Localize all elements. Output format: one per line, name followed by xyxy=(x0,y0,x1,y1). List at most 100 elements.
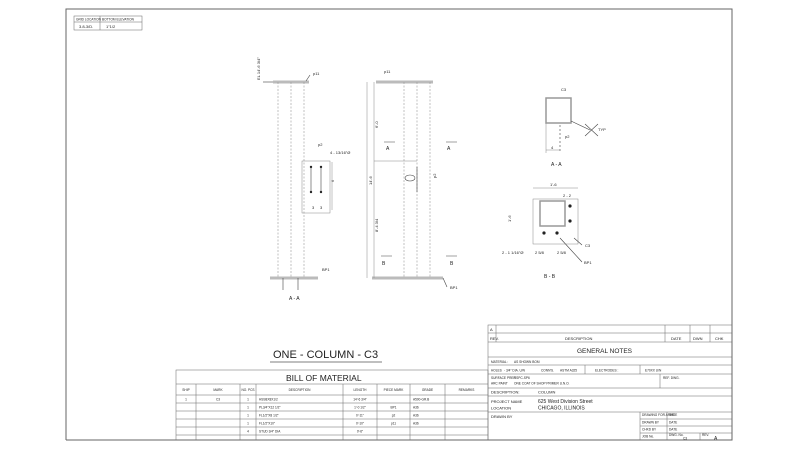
bom-cell: 1 xyxy=(247,398,249,402)
material-label: MATERIAL: xyxy=(491,360,508,364)
dim-3a: 3 xyxy=(312,205,315,210)
section-bb-label: B - B xyxy=(544,274,556,280)
bom-cell: BP1 xyxy=(390,406,396,410)
description-header: DESCRIPTION xyxy=(565,336,592,341)
bom-cell: 0'-11" xyxy=(356,414,364,418)
elevation-label: EL 14'-6 3/4" xyxy=(256,57,261,80)
dim-1-6-top: 1'-6 xyxy=(550,182,557,187)
conn-label: CONN'S. xyxy=(541,369,554,373)
section-bb: 1'-6 1'-6 2 - 2 2 - 1 1/16"Ø 2 5/8 2 5/8… xyxy=(502,182,592,280)
grid-location-box: GRID LOCATION 3.8-3/D. BOTTOM ELEVATION … xyxy=(73,15,143,31)
date-3: DATE xyxy=(669,428,677,432)
date-header: DATE xyxy=(671,336,682,341)
electrodes-label: ELECTRODES : xyxy=(595,369,618,373)
paint-label: ARC PAINT xyxy=(491,382,508,386)
bom-cell: 4 xyxy=(247,430,249,434)
section-b-marker-left: B xyxy=(382,261,386,267)
bom-cell: 1 xyxy=(185,398,187,402)
electrodes-value: E70XX U/N xyxy=(645,369,662,373)
bom-cell: C3 xyxy=(216,398,220,402)
bottom-elevation-label: BOTTOM ELEVATION xyxy=(102,18,135,22)
column-front-view: p11 14'-6 6'-0 8'-4 3/4 A A p2 B B BP1 xyxy=(366,69,458,290)
typ-label: TYP xyxy=(598,127,606,132)
bom-cell: 1 xyxy=(247,414,249,418)
ref-dwg-label: REF. DWG. xyxy=(663,376,680,380)
view-aa-left-label: A - A xyxy=(289,296,300,302)
column-side-view: EL 14'-6 3/4" p11 p2 4 - 13/16"Ø 3 3 6 B… xyxy=(256,57,350,302)
drawing-for-appr-label: DRAWING FOR APPR. xyxy=(642,413,675,417)
checked-label: CHKD BY xyxy=(642,428,657,432)
chk-header: CHK xyxy=(715,336,724,341)
holes-value: - 3/4" DIA. U/N xyxy=(504,369,526,373)
drawn-by-label: DRAWN BY xyxy=(491,414,513,419)
holes-bb-label: 2 - 1 1/16"Ø xyxy=(502,250,523,255)
p2-label-aa: p2 xyxy=(565,134,570,139)
bom-header-grade: GRADE xyxy=(422,388,433,392)
bp1-label-left: BP1 xyxy=(322,267,330,272)
bom-header-piece-mark: PIECE MARK xyxy=(384,388,405,392)
grid-location-label: GRID LOCATION xyxy=(76,18,102,22)
bom-header-mark: MARK xyxy=(213,388,223,392)
dim-8-4: 8'-4 3/4 xyxy=(374,218,379,232)
sheet-border xyxy=(65,8,733,441)
section-aa: C3 4 p2 TYP A - A xyxy=(545,87,606,168)
project-name-value: 625 West Division Street xyxy=(538,399,593,405)
surface-prep-value: SSPC-SP6 xyxy=(514,376,530,380)
bom-header-remarks: REMARKS xyxy=(459,388,475,392)
dim-4: 4 xyxy=(551,145,554,150)
bom-header-length: LENGTH xyxy=(354,388,368,392)
general-notes-heading: GENERAL NOTES xyxy=(577,348,633,355)
bom-cell: FL1/2"X8 1/2" xyxy=(259,414,279,418)
dim-2-5b: 2 5/8 xyxy=(557,250,567,255)
section-aa-label: A - A xyxy=(551,162,562,168)
bom-cell: A36 xyxy=(413,422,419,426)
bom-cell: 0'-6" xyxy=(357,430,363,434)
project-name-label: PROJECT NAME xyxy=(491,399,523,404)
surface-prep-label: SURFACE PREP. xyxy=(491,376,516,380)
dim-1-6-side: 1'-6 xyxy=(507,215,512,222)
bom-header-no-pcs: NO. PCS xyxy=(241,388,254,392)
bom-cell: 14'-6 3/4" xyxy=(353,398,366,402)
job-label: JOB No. xyxy=(642,435,654,439)
bom-cell: A36 xyxy=(413,406,419,410)
date-1: DATE xyxy=(669,413,677,417)
p2-label-right: p2 xyxy=(432,173,437,178)
c3-label-bb: C3 xyxy=(585,243,591,248)
description-label: DESCRIPTION: xyxy=(491,390,519,395)
p2-label: p2 xyxy=(318,142,323,147)
bp1-label-bb: BP1 xyxy=(584,260,592,265)
dwg-no-label: DWG. No. xyxy=(669,433,684,437)
dwn-header: DWN xyxy=(693,336,703,341)
holes-label: 4 - 13/16"Ø xyxy=(330,150,350,155)
bom-cell: FL1/2"X10" xyxy=(259,422,275,426)
location-label: LOCATION xyxy=(491,406,511,411)
bom-cell: p2 xyxy=(392,414,396,418)
bom-cell: HSS8X8X1/2 xyxy=(259,398,278,402)
bom-header-description: DESCRIPTION xyxy=(289,388,311,392)
bom-cell: 1 xyxy=(247,422,249,426)
bom-cell: p11 xyxy=(391,422,396,426)
dim-14-6: 14'-6 xyxy=(368,175,373,185)
paint-value: ONE COAT OF SHOP PRIMER U.N.O. xyxy=(514,382,570,386)
bom-title: BILL OF MATERIAL xyxy=(286,373,362,383)
drawing-title: ONE - COLUMN - C3 xyxy=(273,349,378,361)
date-2: DATE xyxy=(669,421,677,425)
p11-label: p11 xyxy=(313,71,320,76)
bom-cell: PL3/4"X12 1/2" xyxy=(259,406,281,410)
dim-3b: 3 xyxy=(320,205,323,210)
rev-label: REV. xyxy=(490,336,499,341)
location-value: CHICAGO, ILLINOIS xyxy=(538,406,585,412)
rev2-value: A xyxy=(714,436,718,442)
drawn-label: DRAWN BY xyxy=(642,421,660,425)
bp1-label-right: BP1 xyxy=(450,285,458,290)
bom-cell: 1'-0 1/2" xyxy=(354,406,366,410)
dwg-no-value: C3 xyxy=(683,437,687,441)
dim-6-0: 6'-0 xyxy=(374,121,379,128)
bom-cell: A500-GR.B xyxy=(413,398,429,402)
dim-2-5a: 2 5/8 xyxy=(535,250,545,255)
p11-label-right: p11 xyxy=(384,69,391,74)
conn-value: ASTM A325 xyxy=(560,369,577,373)
bom-header-ship: SHIP xyxy=(182,388,189,392)
section-b-marker-right: B xyxy=(450,261,454,267)
bom-cell: 0'-10" xyxy=(356,422,364,426)
